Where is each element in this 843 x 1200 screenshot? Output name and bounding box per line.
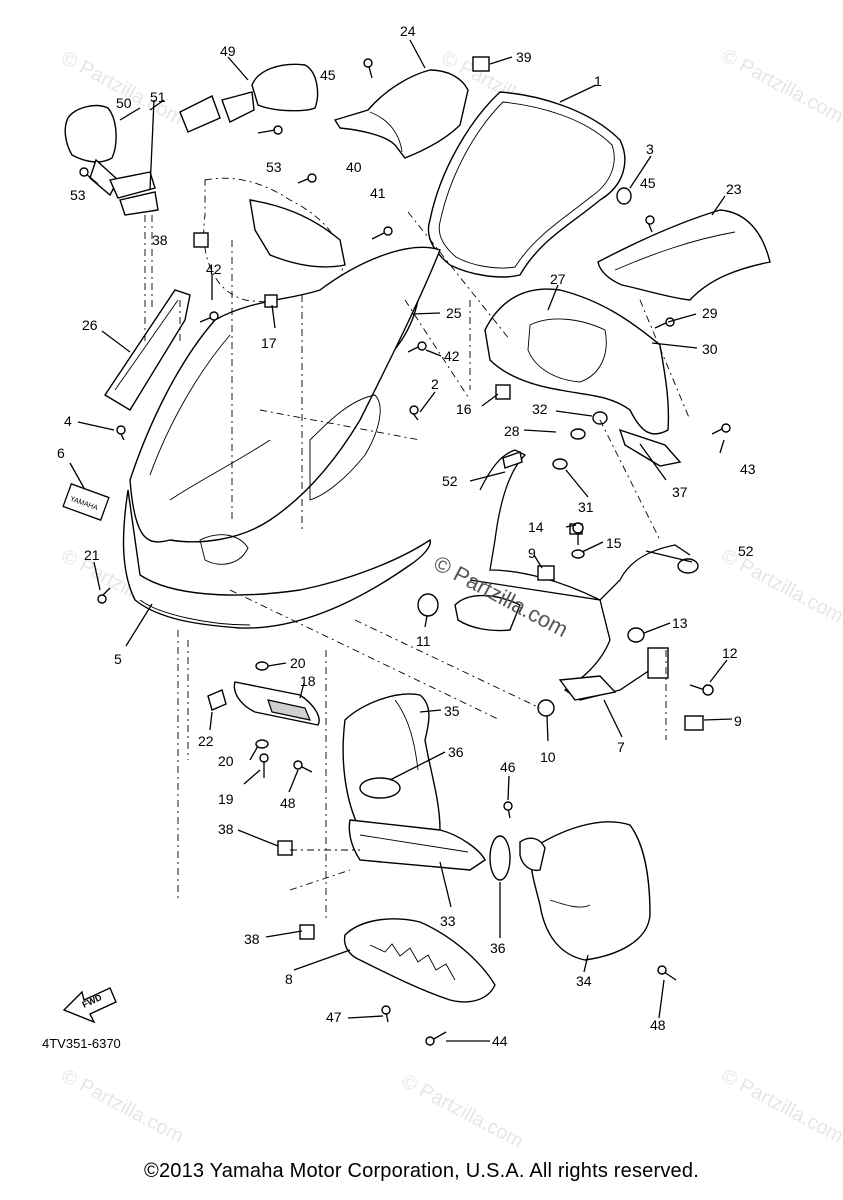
watermark: © Partzilla.com: [718, 1065, 843, 1148]
callout: 1: [594, 73, 602, 89]
callout: 14: [528, 519, 544, 535]
watermark: © Partzilla.com: [718, 545, 843, 628]
leader-lines: [69, 39, 733, 1042]
fwd-arrow: FWD: [62, 987, 117, 1024]
callout: 15: [606, 535, 622, 551]
hardware: [79, 56, 731, 1046]
callout: 26: [82, 317, 98, 333]
drawing-code: 4TV351-6370: [42, 1036, 121, 1051]
callout: 9: [528, 545, 536, 561]
callout: 46: [500, 759, 516, 775]
callout: 42: [444, 348, 460, 364]
callout: 29: [702, 305, 718, 321]
callout: 45: [640, 175, 656, 191]
callout: 38: [218, 821, 234, 837]
callout: 38: [152, 232, 168, 248]
watermark: © Partzilla.com: [398, 1070, 527, 1153]
callout: 36: [448, 744, 464, 760]
callout: 24: [400, 23, 416, 39]
inner-panel-left: [203, 177, 346, 303]
callout: 2: [431, 376, 439, 392]
callout: 39: [516, 49, 532, 65]
callout: 32: [532, 401, 548, 417]
yamaha-badge: YAMAHA: [62, 483, 110, 521]
callout: 36: [490, 940, 506, 956]
mirror-left-50: [64, 104, 159, 216]
callout: 44: [492, 1033, 508, 1049]
callout: 4: [64, 413, 72, 429]
callout: 48: [650, 1017, 666, 1033]
callout: 53: [266, 159, 282, 175]
callout: 33: [440, 913, 456, 929]
callout: 40: [346, 159, 362, 175]
callout: 38: [244, 931, 260, 947]
callout: 45: [320, 67, 336, 83]
side-strip-26: [104, 289, 191, 411]
callout: 16: [456, 401, 472, 417]
callout: 47: [326, 1009, 342, 1025]
callout: 30: [702, 341, 718, 357]
callout: 10: [540, 749, 556, 765]
callout: 18: [300, 673, 316, 689]
callout: 52: [738, 543, 754, 559]
lower-cover-8: [343, 918, 496, 1003]
callout: 49: [220, 43, 236, 59]
callout: 9: [734, 713, 742, 729]
callout: 3: [646, 141, 654, 157]
callout: 41: [370, 185, 386, 201]
callout: 7: [617, 739, 625, 755]
watermark: © Partzilla.com: [58, 1065, 187, 1148]
callout: 34: [576, 973, 592, 989]
callout: 25: [446, 305, 462, 321]
assembly-lines: [144, 211, 691, 920]
side-trim-23: [597, 209, 771, 301]
callout: 28: [504, 423, 520, 439]
clamp-36: [359, 777, 511, 881]
watermark: © Partzilla.com: [718, 45, 843, 128]
callout: 6: [57, 445, 65, 461]
callout: 5: [114, 651, 122, 667]
callout: 22: [198, 733, 214, 749]
copyright-notice: ©2013 Yamaha Motor Corporation, U.S.A. A…: [144, 1160, 699, 1182]
callout: 53: [70, 187, 86, 203]
upper-cover-24: [333, 69, 469, 159]
callout: 31: [578, 499, 594, 515]
callout: 21: [84, 547, 100, 563]
callout: 13: [672, 615, 688, 631]
callout: 48: [280, 795, 296, 811]
bolts: [79, 58, 731, 1046]
callout: 35: [444, 703, 460, 719]
callout: 23: [726, 181, 742, 197]
cowl-stay-7: [454, 449, 691, 701]
air-duct-35: [342, 693, 441, 842]
callout: 43: [740, 461, 756, 477]
mirror-right-49: [179, 63, 319, 133]
callout-labels: 1 2 3 4 5 6 7 8 9 9 10 11 12 13 14 15 16…: [57, 23, 756, 1049]
callout: 17: [261, 335, 277, 351]
callout: 27: [550, 271, 566, 287]
callout: 37: [672, 484, 688, 500]
callout: 51: [150, 89, 166, 105]
callout: 11: [416, 633, 431, 649]
callout: 8: [285, 971, 293, 987]
callout: 19: [218, 791, 234, 807]
callout: 20: [290, 655, 306, 671]
inner-panel-27: [484, 288, 682, 467]
windshield: [427, 91, 626, 278]
callout: 50: [116, 95, 132, 111]
vent-18: [233, 681, 320, 726]
duct-cover-34: [519, 821, 651, 961]
callout: 12: [722, 645, 738, 661]
callout: 42: [206, 261, 222, 277]
callout: 20: [218, 753, 234, 769]
main-cowl-5: [122, 246, 441, 629]
callout: 52: [442, 473, 458, 489]
intake-duct-33: [348, 819, 486, 871]
